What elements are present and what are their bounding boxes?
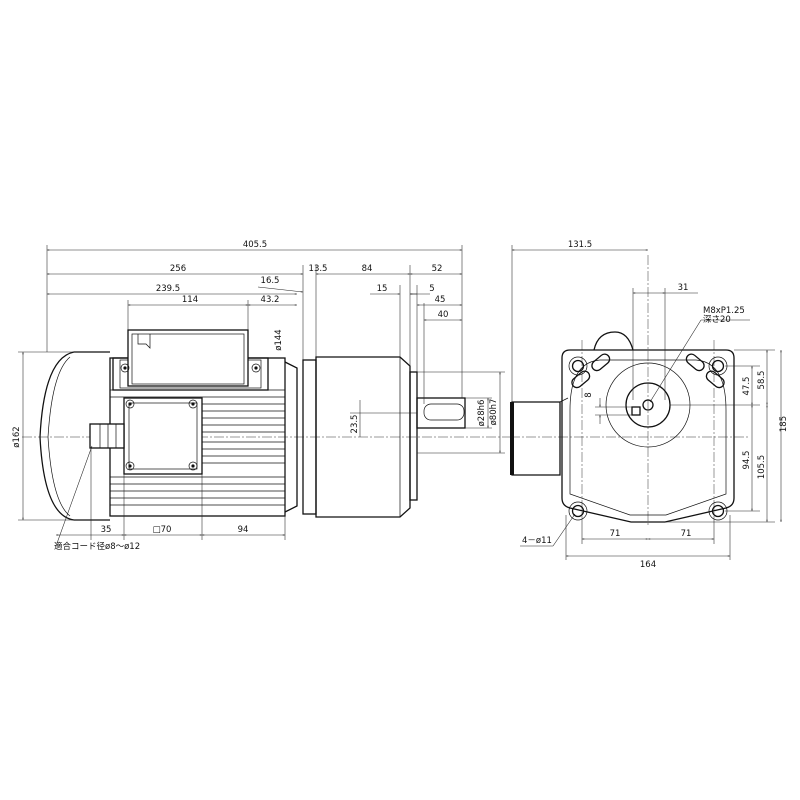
dim-motor-dia: ø144 (274, 329, 284, 350)
dim-gland-pos: 35 (101, 525, 112, 535)
dim-flange-gap: 16.5 (261, 276, 280, 286)
dim-key-width: 8 (584, 392, 594, 397)
dim-end-width: 131.5 (568, 240, 592, 250)
dim-key-pos: 40 (438, 310, 449, 320)
dim-key-len: 45 (435, 295, 446, 305)
dim-terminal-sq: □70 (153, 525, 172, 535)
terminal-box-front (123, 397, 203, 475)
dim-bolt-pcd-right: 71 (681, 529, 692, 539)
end-terminal-box (510, 397, 569, 476)
end-view: 131.5 31 M8xP1.25 深さ20 8 47.5 58.5 185 (510, 240, 789, 570)
dim-box-offset: 43.2 (261, 295, 280, 305)
dim-upper-h: 47.5 (742, 377, 752, 396)
holes-note: 4－ø11 (522, 536, 552, 546)
dim-shaft-step: 15 (377, 284, 388, 294)
dim-shaft-height: 23.5 (350, 415, 360, 434)
dim-fan-dia: ø162 (12, 426, 22, 447)
motor-body (109, 357, 298, 517)
dim-motor-length: 256 (170, 264, 186, 274)
dim-shaft-dia: ø28h6 (477, 400, 487, 427)
tap-size: M8xP1.25 (703, 306, 745, 316)
dim-box-len: 114 (182, 295, 198, 305)
dim-shaft-off: 31 (678, 283, 689, 293)
cooling-fins (110, 389, 285, 506)
mounting-holes (568, 356, 728, 521)
dim-box-pos: 94 (238, 525, 249, 535)
side-view: 405.5 256 13.5 84 52 16.5 239.5 15 5 114… (12, 240, 510, 552)
dim-gear-len: 84 (362, 264, 373, 274)
slotted-holes (571, 353, 725, 389)
dim-overall-length: 405.5 (243, 240, 267, 250)
dim-flange-w: 164 (640, 560, 656, 570)
terminal-box (112, 329, 269, 391)
dim-spigot-dia: ø80h7 (489, 399, 499, 426)
cable-gland (89, 423, 125, 449)
side-dimensions: 405.5 256 13.5 84 52 16.5 239.5 15 5 114… (12, 240, 505, 552)
cable-range-note: 適合コード径ø8～ø12 (54, 541, 140, 552)
dim-motor-body: 239.5 (156, 284, 180, 294)
dim-flange-thk: 13.5 (309, 264, 328, 274)
tap-depth: 深さ20 (703, 315, 731, 325)
dim-lower-h: 94.5 (742, 451, 752, 470)
dim-bolt-pcd-left: 71 (610, 529, 621, 539)
fan-cover (39, 351, 110, 521)
dim-shaft-shoulder: 5 (429, 284, 434, 294)
dim-total-h: 185 (779, 416, 789, 432)
dim-shaft-len: 52 (432, 264, 443, 274)
fan-hump (593, 331, 634, 351)
dim-upper-h2: 58.5 (757, 371, 767, 390)
end-dimensions: 131.5 31 M8xP1.25 深さ20 8 47.5 58.5 185 (511, 240, 789, 570)
dim-lower-h2: 105.5 (757, 455, 767, 479)
